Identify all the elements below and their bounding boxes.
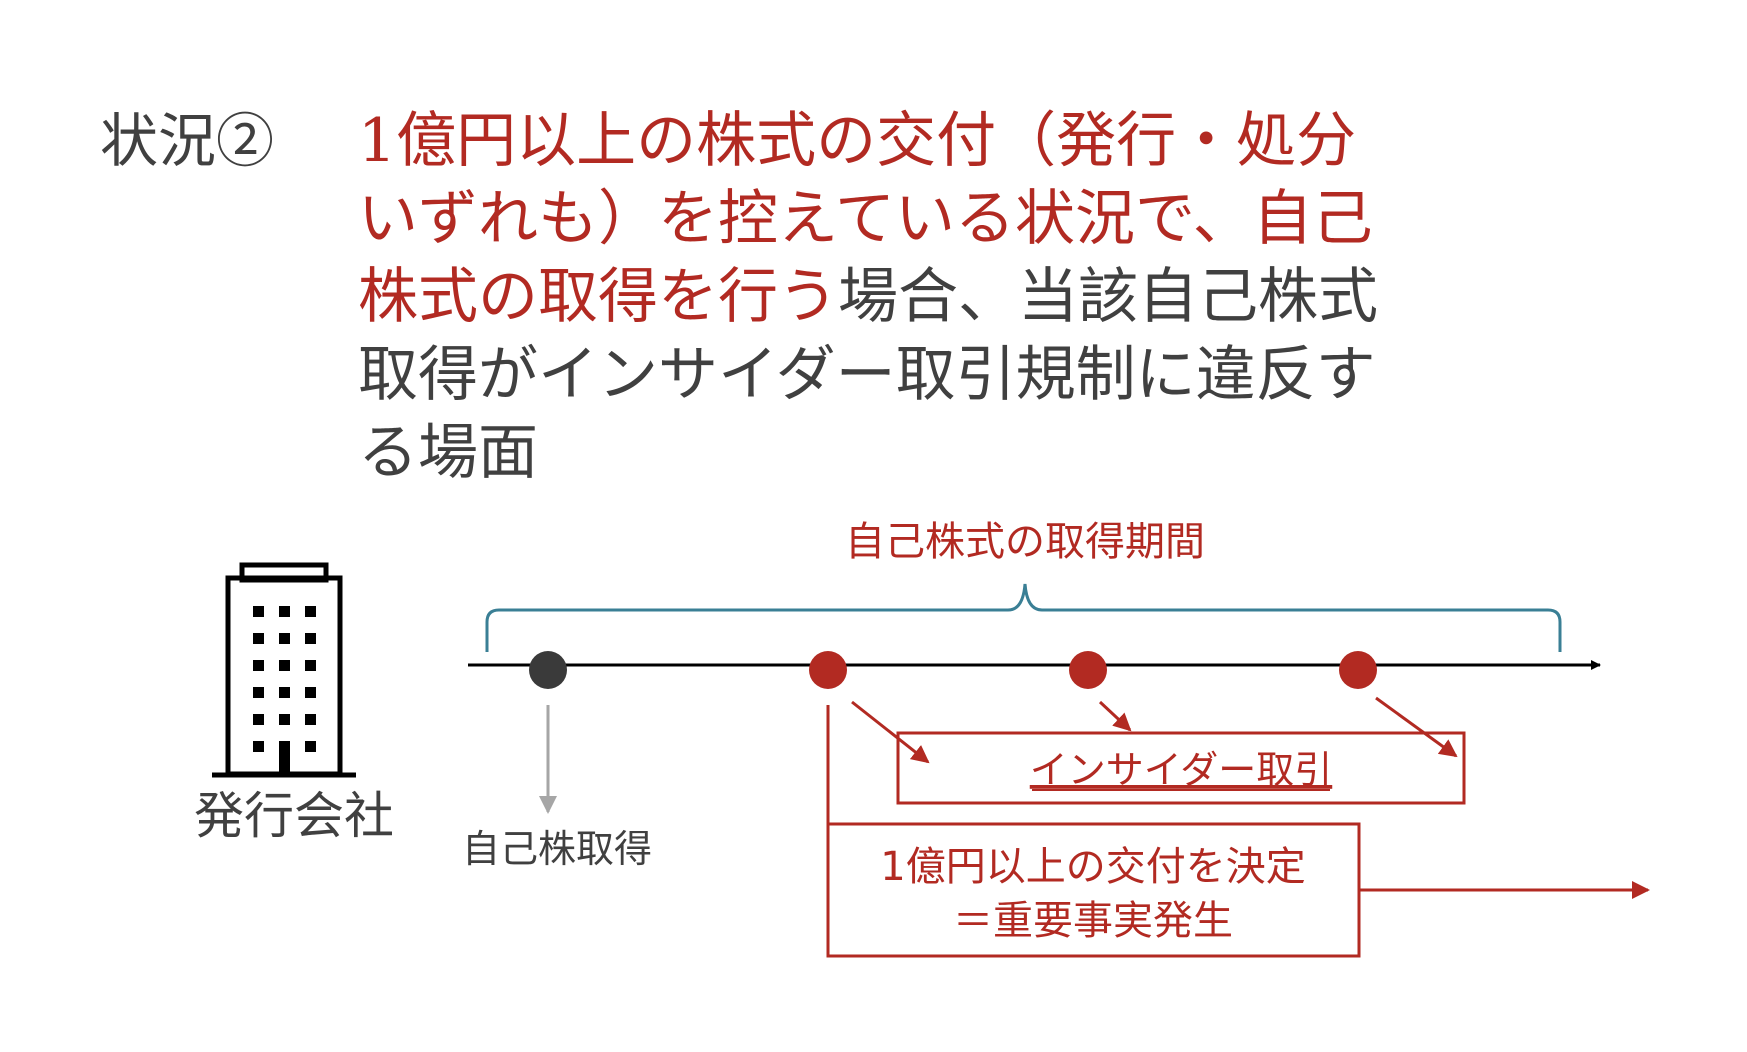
insider-arrow-3 <box>1375 696 1458 758</box>
insider-arrow-2 <box>1098 700 1132 732</box>
material-fact-line-1: 1億円以上の交付を決定 <box>880 844 1305 890</box>
situation-label: 状況② <box>100 107 275 175</box>
heading-line-3-dark: 場合、当該自己株式 <box>838 262 1378 332</box>
period-brace <box>485 583 1562 652</box>
insider-arrow-1 <box>851 700 930 764</box>
insider-label: インサイダー取引 <box>1030 748 1332 792</box>
material-fact-line-2: ＝重要事実発生 <box>953 898 1233 944</box>
heading-line-2: いずれも）を控えている状況で、自己 <box>358 184 1373 254</box>
acquisition-dot <box>529 651 567 689</box>
company-label: 発行会社 <box>194 787 394 845</box>
event-dot-3 <box>1339 651 1377 689</box>
acquisition-label: 自己株取得 <box>462 827 652 871</box>
heading-line-4: 取得がインサイダー取引規制に違反す <box>358 340 1376 410</box>
heading-line-3: 株式の取得を行う場合、当該自己株式 <box>358 258 1478 336</box>
heading-line-3-red: 株式の取得を行う <box>358 262 838 332</box>
office-building-icon <box>212 562 356 778</box>
insider-box <box>896 731 1466 805</box>
event-dot-1 <box>809 651 847 689</box>
situation-heading: 1億円以上の株式の交付（発行・処分 いずれも）を控えている状況で、自己 株式の取… <box>358 102 1478 492</box>
period-label: 自己株式の取得期間 <box>845 519 1205 565</box>
heading-line-1: 1億円以上の株式の交付（発行・処分 <box>358 106 1357 176</box>
event-dot-2 <box>1069 651 1107 689</box>
heading-line-5: る場面 <box>358 418 538 488</box>
